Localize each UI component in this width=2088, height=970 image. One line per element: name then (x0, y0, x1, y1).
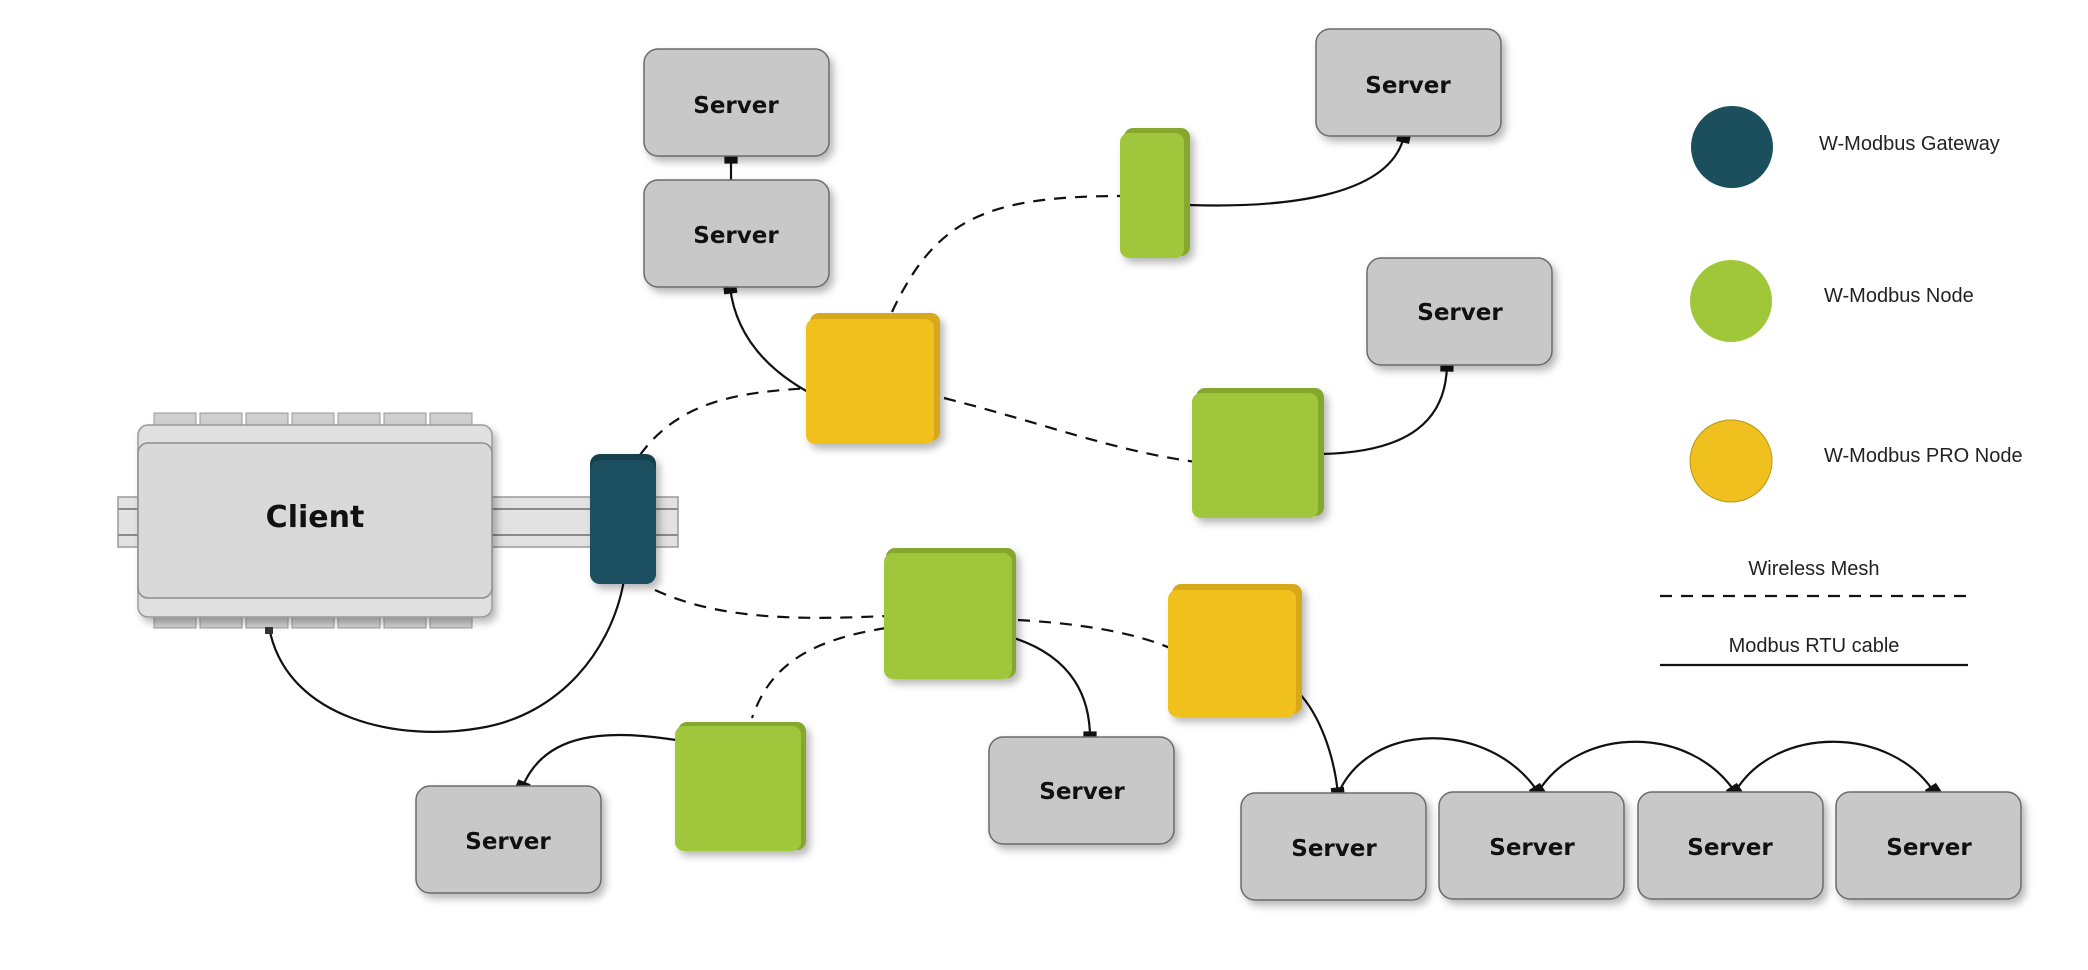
server-label: Server (1489, 835, 1575, 861)
legend-node-swatch (1690, 260, 1772, 342)
cable-links (268, 128, 1944, 802)
server-top-right: Server (1315, 28, 1502, 137)
legend: W-Modbus Gateway W-Modbus Node W-Modbus … (1660, 106, 2023, 667)
cable-chain3-chain4 (1734, 740, 1944, 802)
server-bottom-mid: Server (988, 736, 1175, 845)
server-label: Server (1687, 835, 1773, 861)
cable-pro1-server-b (722, 279, 809, 393)
server-chain-1: Server (1240, 792, 1427, 901)
node-2 (1192, 388, 1324, 518)
server-label: Server (465, 829, 551, 855)
server-chain-2: Server (1438, 791, 1625, 900)
pro-node-2 (1168, 584, 1302, 717)
terminal-blocks-top (153, 412, 473, 428)
wireless-link-node3-node4 (750, 626, 887, 719)
cable-chain2-chain3 (1537, 740, 1745, 802)
server-label: Server (693, 223, 779, 249)
cable-client-gateway (268, 579, 626, 733)
gateway-device (590, 454, 656, 584)
server-top-a: Server (643, 48, 830, 157)
legend-gateway-swatch (1691, 106, 1773, 188)
node-4 (675, 722, 806, 851)
wireless-link-pro1-node2 (943, 396, 1197, 464)
cable-node2-server (1321, 358, 1454, 456)
node-3 (884, 548, 1016, 679)
server-mid-right: Server (1366, 257, 1553, 366)
cable-pro2-chain1 (1297, 691, 1346, 802)
wireless-link-pro1-node1 (891, 194, 1123, 313)
cable-node4-server (513, 733, 677, 797)
wireless-links (639, 194, 1197, 719)
servers: Server Server Server Server Server Serve… (415, 28, 2022, 901)
server-chain-4: Server (1835, 791, 2022, 900)
server-label: Server (1886, 835, 1972, 861)
server-chain-3: Server (1637, 791, 1824, 900)
wireless-link-gateway-node3 (654, 589, 887, 619)
client-body (137, 442, 493, 599)
server-bottom-left: Server (415, 785, 602, 894)
server-label: Server (693, 93, 779, 119)
wireless-link-gateway-pro1 (639, 386, 813, 456)
server-label: Server (1365, 73, 1451, 99)
cable-chain1-chain2 (1336, 737, 1548, 802)
server-label: Server (1039, 779, 1125, 805)
node-1 (1120, 128, 1190, 258)
legend-cable-label: Modbus RTU cable (1729, 635, 1900, 657)
legend-gateway-label: W-Modbus Gateway (1819, 133, 2000, 155)
legend-pro-node-swatch (1689, 419, 1773, 503)
legend-wireless-label: Wireless Mesh (1748, 558, 1879, 580)
client-device: Client (117, 412, 679, 634)
server-top-b: Server (643, 179, 830, 288)
gateway-body (590, 460, 656, 584)
server-label: Server (1417, 300, 1503, 326)
legend-node-label: W-Modbus Node (1824, 285, 1974, 307)
wireless-link-node3-pro2 (1017, 618, 1171, 650)
pro-node-1 (806, 313, 940, 444)
server-label: Server (1291, 836, 1377, 862)
client-label: Client (266, 500, 365, 535)
cable-node1-server (1187, 128, 1412, 207)
cable-node3-server (1013, 636, 1097, 745)
legend-pro-node-label: W-Modbus PRO Node (1824, 445, 2023, 467)
